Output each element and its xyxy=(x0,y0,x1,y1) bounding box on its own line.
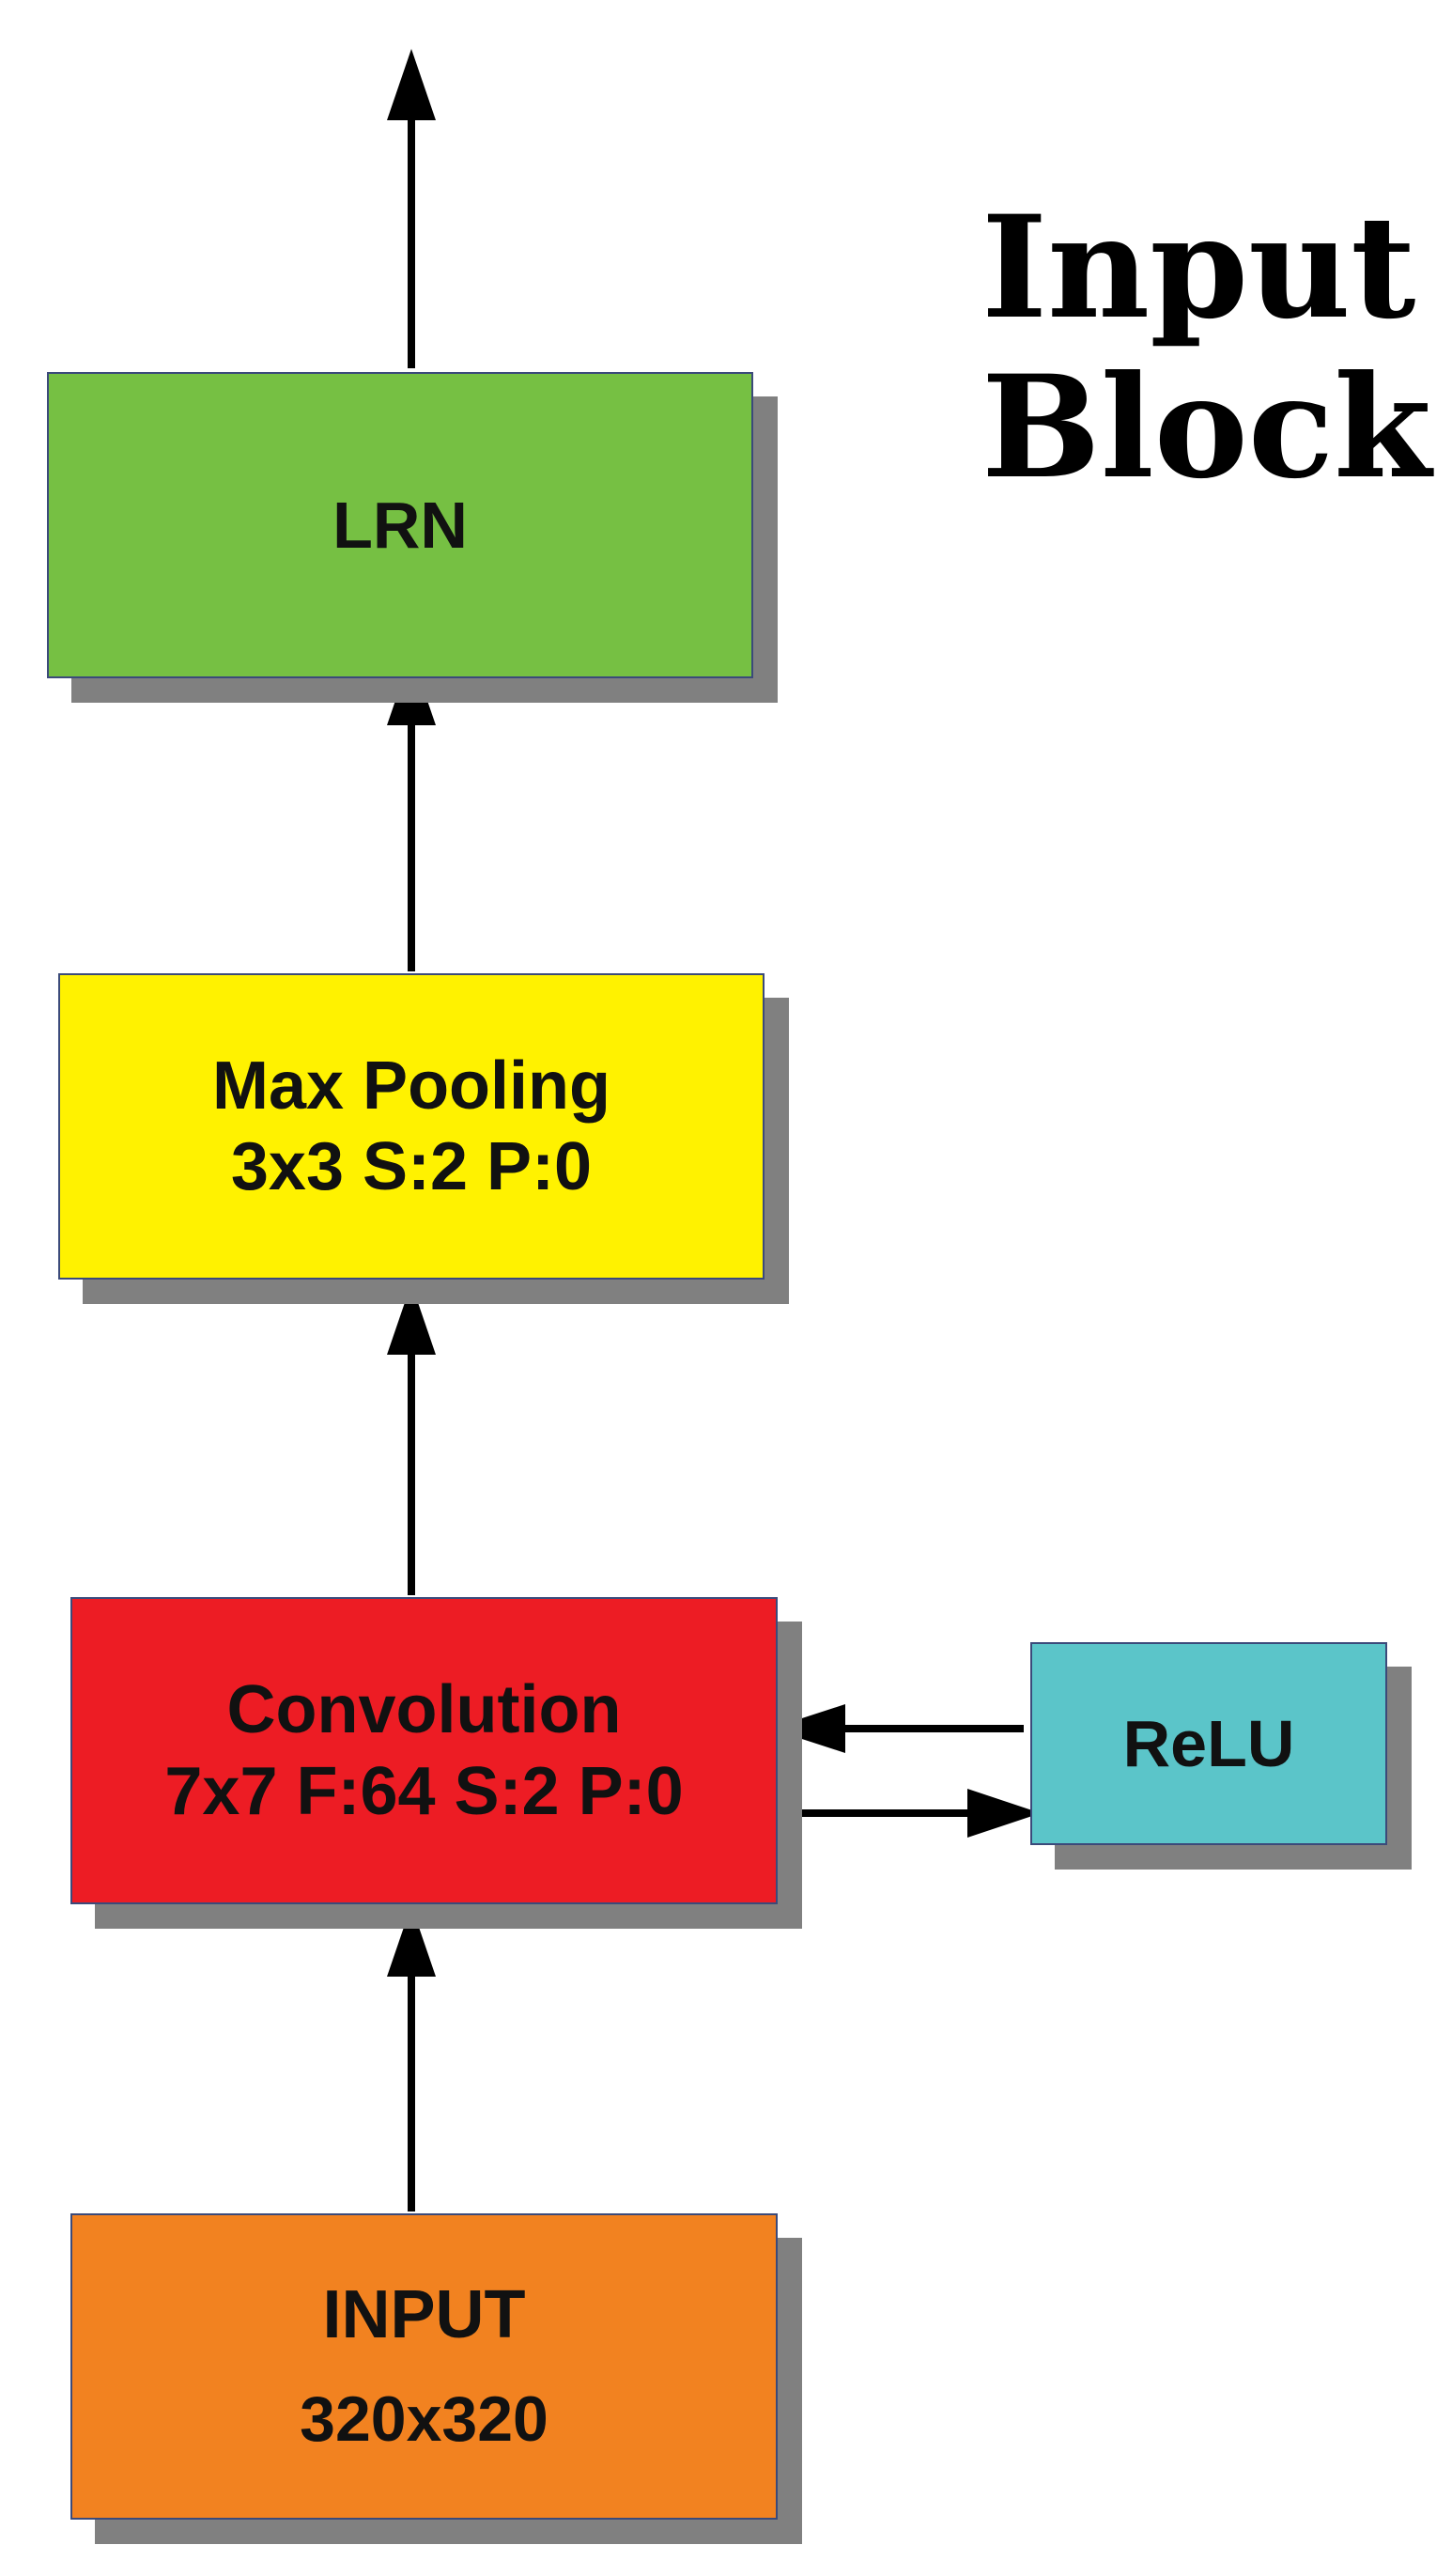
relu-label: ReLU xyxy=(1122,1707,1295,1780)
arrowhead-maxpool xyxy=(387,1283,436,1355)
max-pooling-node: Max Pooling 3x3 S:2 P:0 xyxy=(58,973,765,1280)
input-node: INPUT 320x320 xyxy=(70,2213,778,2520)
input-size: 320x320 xyxy=(300,2383,548,2456)
convolution-params: 7x7 F:64 S:2 P:0 xyxy=(164,1753,684,1829)
relu-node: ReLU xyxy=(1030,1642,1387,1845)
convolution-label: Convolution xyxy=(226,1672,622,1748)
input-label: INPUT xyxy=(322,2277,526,2352)
arrowhead-relu-to-conv xyxy=(770,1704,845,1753)
diagram-title: Input Block xyxy=(981,185,1432,510)
arrowhead-conv xyxy=(387,1905,436,1977)
max-pooling-params: 3x3 S:2 P:0 xyxy=(230,1129,593,1204)
diagram-title-line: Block xyxy=(981,345,1432,510)
arrowhead-lrn xyxy=(387,654,436,725)
max-pooling-label: Max Pooling xyxy=(211,1047,611,1124)
diagram-title-line: Input xyxy=(981,185,1416,350)
lrn-label: LRN xyxy=(332,489,468,562)
lrn-node: LRN xyxy=(47,372,753,678)
arrowhead-output xyxy=(387,49,436,120)
convolution-node: Convolution 7x7 F:64 S:2 P:0 xyxy=(70,1597,778,1904)
arrowhead-conv-to-relu xyxy=(967,1789,1041,1838)
